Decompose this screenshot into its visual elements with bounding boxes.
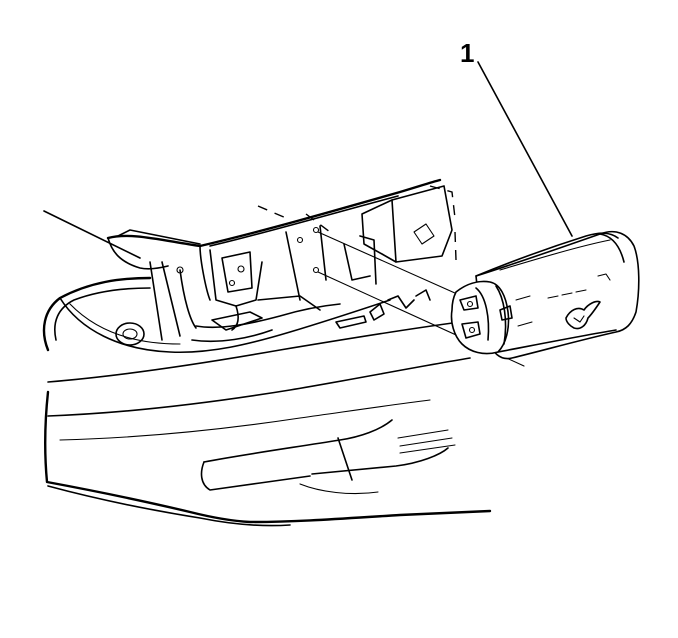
callout-number: 1: [460, 38, 474, 68]
trunk-opening: [42, 178, 457, 354]
callout-1: 1: [460, 38, 573, 237]
inner-panel: [149, 185, 453, 343]
callout-leader-line: [477, 61, 573, 237]
module-panel: [450, 230, 640, 360]
rear-fascia: [43, 321, 492, 527]
